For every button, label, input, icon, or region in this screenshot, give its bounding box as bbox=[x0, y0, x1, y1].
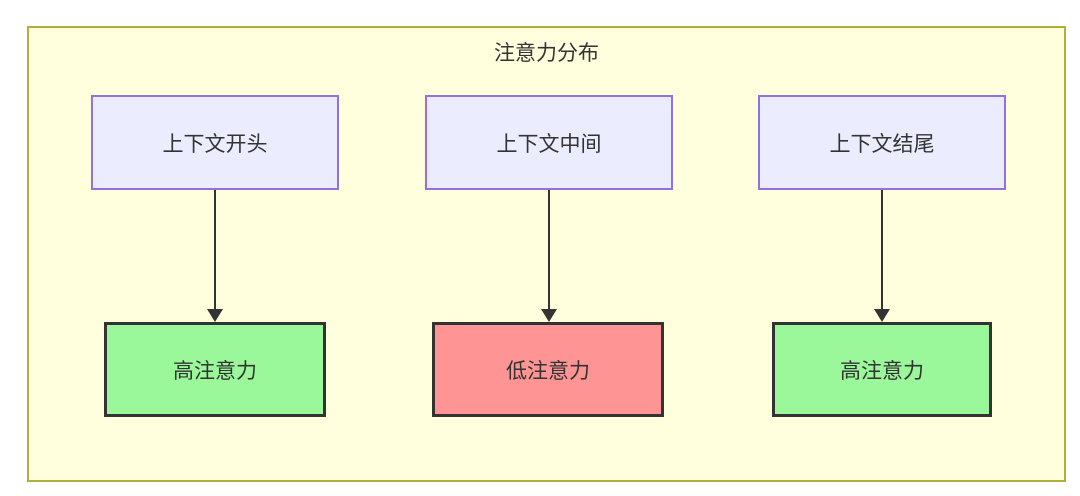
attention-distribution-container: 注意力分布 上下文开头 上下文中间 上下文结尾 高注意力 低注意力 bbox=[27, 26, 1066, 482]
edge-end-to-high-attention bbox=[874, 190, 890, 322]
arrow-down-icon bbox=[207, 309, 223, 322]
node-high-attention-left-label: 高注意力 bbox=[173, 359, 257, 383]
node-low-attention-middle-label: 低注意力 bbox=[506, 359, 590, 383]
node-low-attention-middle: 低注意力 bbox=[432, 322, 664, 417]
node-high-attention-left: 高注意力 bbox=[104, 322, 326, 417]
arrow-line bbox=[881, 190, 883, 310]
node-high-attention-right: 高注意力 bbox=[772, 322, 992, 417]
node-context-start: 上下文开头 bbox=[91, 95, 339, 190]
edge-start-to-high-attention bbox=[207, 190, 223, 322]
node-context-middle-label: 上下文中间 bbox=[496, 132, 602, 156]
node-context-start-label: 上下文开头 bbox=[162, 132, 268, 156]
arrow-down-icon bbox=[541, 309, 557, 322]
node-high-attention-right-label: 高注意力 bbox=[840, 359, 924, 383]
arrow-down-icon bbox=[874, 309, 890, 322]
node-context-end-label: 上下文结尾 bbox=[829, 132, 935, 156]
diagram-title: 注意力分布 bbox=[494, 42, 599, 65]
arrow-line bbox=[214, 190, 216, 310]
node-context-middle: 上下文中间 bbox=[425, 95, 673, 190]
edge-middle-to-low-attention bbox=[541, 190, 557, 322]
node-context-end: 上下文结尾 bbox=[758, 95, 1006, 190]
arrow-line bbox=[548, 190, 550, 310]
